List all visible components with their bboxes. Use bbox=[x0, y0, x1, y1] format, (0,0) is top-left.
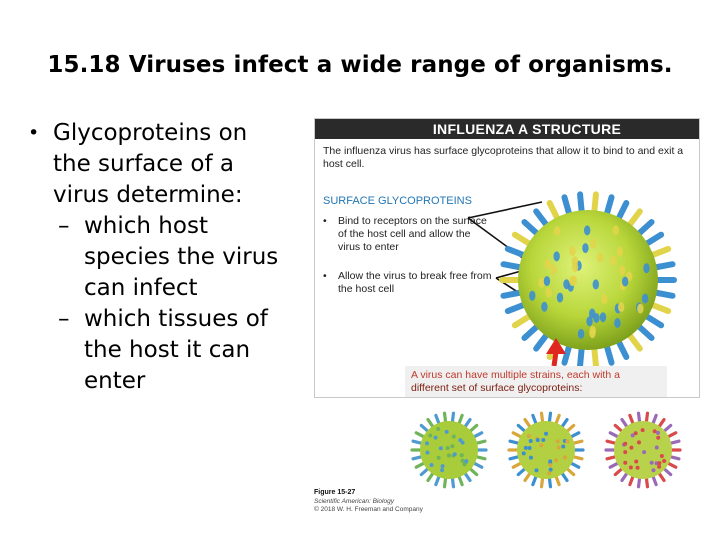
figure-bullet-dot: • bbox=[323, 270, 327, 282]
virus-strain-1 bbox=[410, 411, 488, 489]
surface-glycoproteins-heading: SURFACE GLYCOPROTEINS bbox=[323, 195, 472, 207]
figure-book: Scientific American: Biology bbox=[314, 497, 394, 505]
figure-intro: The influenza virus has surface glycopro… bbox=[323, 145, 684, 170]
bullet-line: enter bbox=[84, 368, 146, 394]
surface-glycoprotein-dots bbox=[529, 225, 650, 339]
figure-credit: Figure 15-27 Scientific American: Biolog… bbox=[314, 489, 423, 515]
figure-header: INFLUENZA A STRUCTURE bbox=[315, 119, 699, 139]
virus-envelope bbox=[518, 210, 658, 350]
bullet-line: species the virus bbox=[84, 244, 279, 270]
sub-bullet-host-species: – which host species the virus can infec… bbox=[58, 211, 298, 304]
sub-bullet-text: which tissues of the host it can enter bbox=[84, 304, 268, 397]
sub-bullet-tissues: – which tissues of the host it can enter bbox=[58, 304, 298, 397]
influenza-virus-illustration bbox=[499, 191, 677, 369]
bullet-line: which tissues of bbox=[84, 306, 268, 332]
sub-bullet-dash: – bbox=[58, 306, 70, 332]
virus-strain-3 bbox=[604, 411, 682, 489]
bullet-line: virus determine: bbox=[53, 182, 243, 208]
strains-callout: A virus can have multiple strains, each … bbox=[405, 366, 667, 397]
callout-line: A virus can have multiple strains, each … bbox=[411, 369, 620, 381]
bullet-main-text: Glycoproteins on the surface of a virus … bbox=[53, 118, 247, 211]
bullet-line: Glycoproteins on bbox=[53, 120, 248, 146]
figure-bullet-dot: • bbox=[323, 215, 327, 227]
figure-copyright: © 2018 W. H. Freeman and Company bbox=[314, 506, 423, 513]
sub-bullet-text: which host species the virus can infect bbox=[84, 211, 278, 304]
figure-bullet-break-free: • Allow the virus to break free from the… bbox=[323, 270, 493, 296]
figure-bullet-text: Bind to receptors on the surface of the … bbox=[338, 215, 487, 253]
bullet-line: can infect bbox=[84, 275, 198, 301]
bullet-line: the surface of a bbox=[53, 151, 234, 177]
figure-bullet-text: Allow the virus to break free from the h… bbox=[338, 270, 492, 295]
bullet-line: which host bbox=[84, 213, 208, 239]
callout-line: different set of surface glycoproteins: bbox=[411, 381, 583, 394]
bullet-main: • Glycoproteins on the surface of a viru… bbox=[28, 118, 298, 211]
bullet-line: the host it can bbox=[84, 337, 251, 363]
bullet-dot: • bbox=[28, 122, 40, 144]
bullet-list: • Glycoproteins on the surface of a viru… bbox=[28, 118, 298, 397]
virus-strain-2 bbox=[507, 411, 585, 489]
slide-title: 15.18 Viruses infect a wide range of org… bbox=[47, 52, 673, 78]
sub-bullet-dash: – bbox=[58, 213, 70, 239]
figure-bullet-bind: • Bind to receptors on the surface of th… bbox=[323, 215, 493, 254]
figure-number: Figure 15-27 bbox=[314, 489, 356, 496]
